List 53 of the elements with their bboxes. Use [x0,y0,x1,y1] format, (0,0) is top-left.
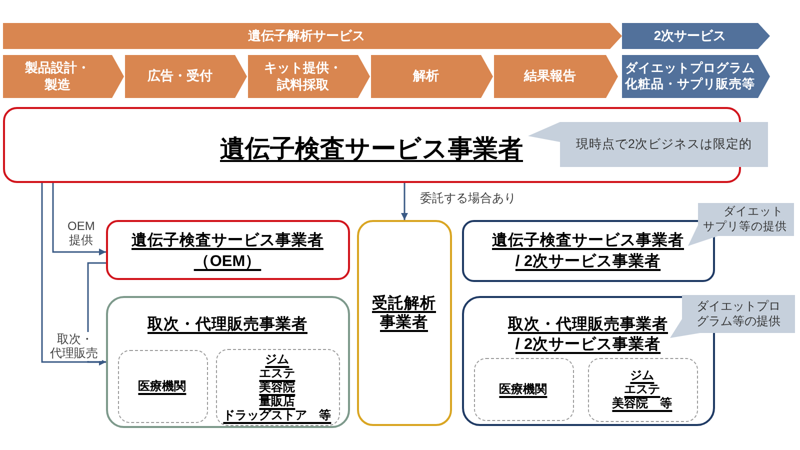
organization-name: / 2次サービス事業者 [515,335,661,356]
step-label: ダイエットプログラム化粧品・サプリ販売等 [624,60,756,92]
organization-name: 受託解析事業者 [371,294,437,333]
step-label: 製品設計・製造 [24,60,91,93]
organization-box [357,220,452,426]
organization-name: 取次・代理販売事業者 [508,315,668,335]
organization-name: 取次・代理販売事業者 [148,315,308,334]
process-step [622,55,770,98]
callout-text: ダイエットプログラム等の提供 [695,299,782,329]
organization-name: 遺伝子検査サービス事業者 [220,134,523,165]
callout-text: 現時点で2次ビジネスは限定的 [576,136,752,152]
category-label: 美容院 [259,380,296,394]
category-label: 医療機関 [499,382,548,396]
callout-text: ダイエットサプリ等の提供 [702,205,788,234]
phase-banner [622,23,770,49]
step-label: 広告・受付 [148,68,212,85]
step-label: 結果報告 [524,68,576,85]
category-label: 美容院 等 [612,396,672,410]
organization-box [106,296,350,428]
category-group [118,350,208,422]
category-group [216,348,340,426]
organization-name: 遺伝子検査サービス事業者 [132,231,324,252]
connector-arrow [52,183,106,256]
organization-box [106,220,350,280]
edge-label: 取次・代理販売 [50,332,102,361]
organization-name: / 2次サービス事業者 [515,252,661,272]
process-step [125,55,247,98]
category-label: ドラッグストア 等 [223,408,332,422]
organization-name: 遺伝子検査サービス事業者 [492,231,684,252]
organization-box [462,220,715,282]
process-step [494,55,618,98]
category-group [474,358,574,420]
category-label: 量販店 [259,394,296,408]
connector-arrow [401,183,408,220]
category-group [588,358,698,422]
step-label: 解析 [413,68,439,85]
process-step [248,55,370,98]
process-step [3,55,124,98]
process-step [371,55,493,98]
category-label: エステ [624,382,660,396]
phase-title: 2次サービス [654,28,726,44]
callout-bubble [670,295,795,338]
organization-name: （OEM） [194,252,262,272]
category-label: ジム [265,352,290,366]
step-label: キット提供・試料採取 [263,60,343,93]
edge-label: 委託する場合あり [420,191,516,206]
callout-bubble [688,203,794,246]
category-label: 医療機関 [138,378,186,393]
phase-title: 遺伝子解析サービス [248,28,365,44]
category-label: エステ [259,366,296,380]
callout-bubble [528,122,768,167]
phase-banner [3,23,622,49]
category-label: ジム [630,368,654,382]
